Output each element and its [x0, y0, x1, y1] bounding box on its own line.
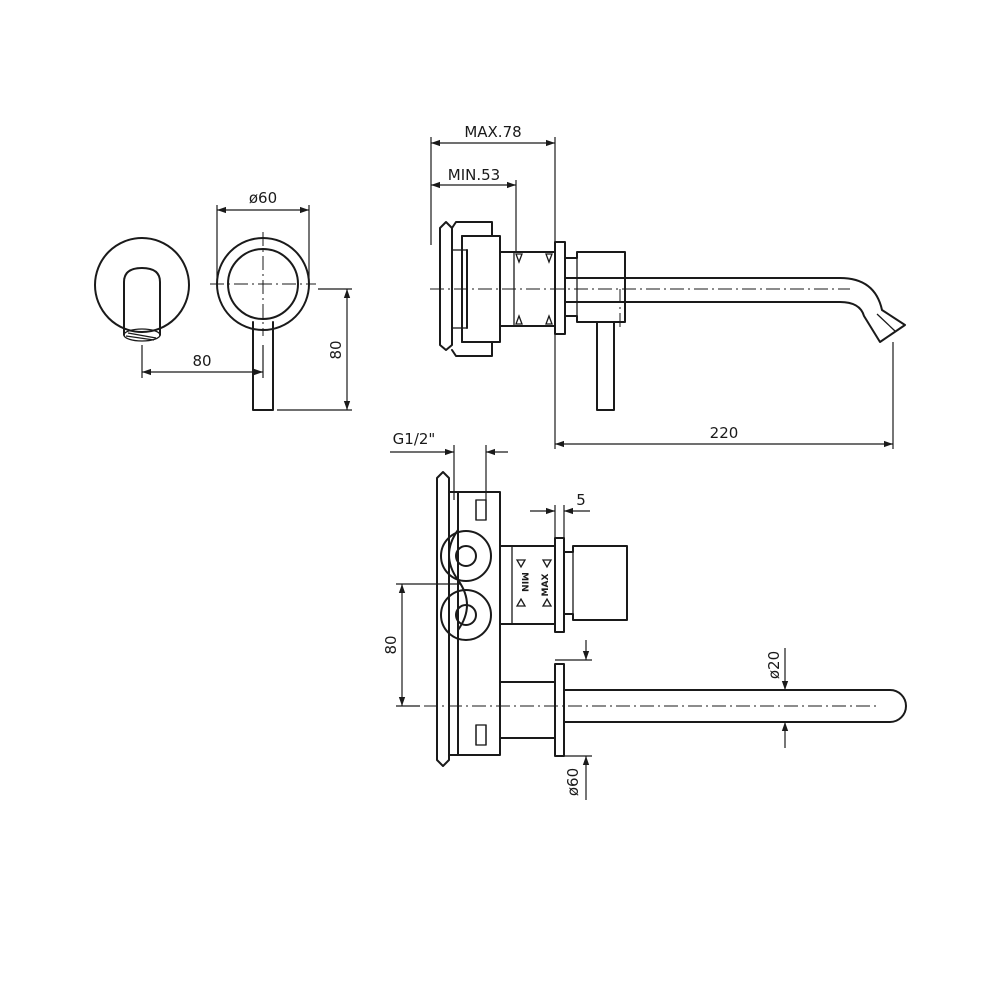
- side-spout: [564, 277, 906, 343]
- valve-box: [451, 221, 501, 357]
- label-box-height: 80: [382, 635, 400, 654]
- inlet-port-top-bore: [455, 545, 477, 567]
- dim-plate-diameter: ø60: [216, 189, 310, 284]
- spout-outlet-body: [123, 267, 161, 336]
- dim-spout-offset: 80: [141, 345, 264, 378]
- label-plate-diameter: ø60: [249, 189, 277, 207]
- plan-spout: [563, 689, 907, 723]
- wall-plate: [554, 241, 566, 335]
- label-thread: G1/2": [393, 430, 436, 448]
- dim-lever-height: 80: [277, 288, 352, 411]
- inlet-port-bottom-bore: [455, 604, 477, 626]
- dim-max-depth: MAX.78: [430, 123, 556, 245]
- dim-min-depth: MIN.53: [431, 166, 517, 252]
- label-min-depth: MIN.53: [448, 166, 500, 184]
- dim-box-height: 80: [382, 583, 460, 707]
- label-spout-length: 220: [710, 424, 739, 442]
- dim-spout-diameter: ø20: [765, 648, 800, 748]
- label-min-mark: MIN: [519, 572, 529, 592]
- mixer-body: [564, 251, 626, 323]
- side-view: [430, 221, 906, 411]
- front-view-lever: [210, 232, 316, 411]
- inlet-port-bottom: [440, 589, 492, 641]
- plan-bracket: [436, 471, 450, 767]
- label-spout-offset: 80: [192, 352, 211, 370]
- mounting-bracket: [439, 221, 453, 351]
- plan-view: MIN MAX: [400, 471, 907, 767]
- lever-handle: [252, 321, 274, 411]
- side-lever: [596, 321, 615, 411]
- dim-thread: G1/2": [390, 430, 508, 500]
- label-plate-thickness: 5: [576, 491, 586, 509]
- plan-wall-plate-bottom: [554, 663, 565, 757]
- label-lever-height: 80: [327, 340, 345, 359]
- plan-wall-plate-top: [554, 537, 565, 633]
- label-max-depth: MAX.78: [464, 123, 521, 141]
- label-plate-diameter-bottom: ø60: [564, 768, 582, 796]
- spout-rosette: [94, 237, 190, 333]
- front-view-spout: [94, 237, 190, 342]
- dim-plate-diameter-bottom: ø60: [555, 640, 592, 800]
- dim-plate-thickness: 5: [530, 491, 590, 538]
- aerator: [123, 328, 161, 342]
- label-spout-diameter: ø20: [765, 651, 783, 679]
- label-max-mark: MAX: [541, 574, 551, 597]
- inlet-port-top: [440, 530, 492, 582]
- plan-handle-body: [563, 545, 628, 621]
- dim-spout-length: 220: [554, 334, 894, 449]
